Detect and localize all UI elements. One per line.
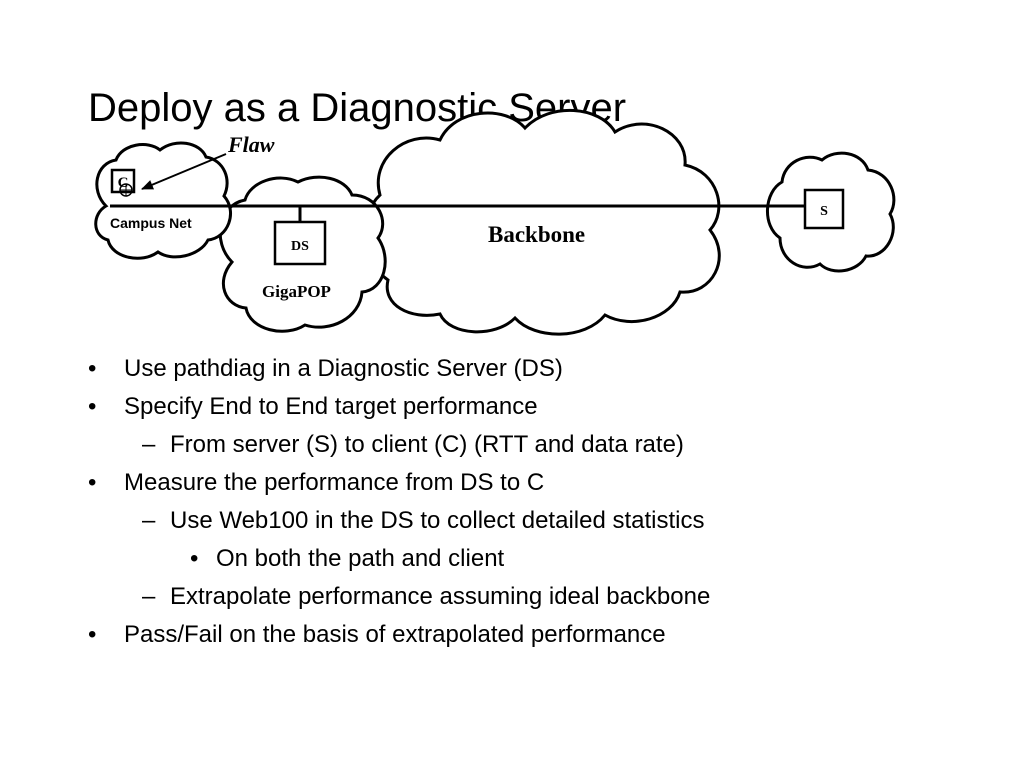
sub-bullet-item: –Use Web100 in the DS to collect detaile…	[0, 502, 710, 540]
bullet-text: Measure the performance from DS to C	[124, 469, 545, 496]
sub-sub-bullet-text: On both the path and client	[216, 545, 505, 572]
backbone-cloud	[364, 108, 721, 336]
client-box-label: C	[118, 175, 129, 191]
sub-bullet-text: From server (S) to client (C) (RTT and d…	[170, 431, 684, 458]
ds-box-label: DS	[291, 239, 309, 254]
bullet-text: Use pathdiag in a Diagnostic Server (DS)	[124, 355, 563, 382]
dash-marker: –	[142, 583, 156, 610]
bullet-marker: •	[88, 393, 97, 420]
campus-label: Campus Net	[110, 215, 192, 231]
bullet-item: • Pass/Fail on the basis of extrapolated …	[0, 616, 710, 654]
client-box	[110, 168, 136, 194]
bullet-marker: •	[190, 545, 199, 572]
bullet-marker: •	[88, 355, 97, 382]
flaw-label: Flaw	[227, 132, 275, 157]
sub-bullet-text: Extrapolate performance assuming ideal b…	[170, 583, 711, 610]
gigapop-label: GigaPOP	[262, 282, 331, 301]
dash-marker: –	[142, 431, 156, 458]
bullet-item: • Use pathdiag in a Diagnostic Server (DS…	[0, 350, 710, 388]
bullet-item: • Measure the performance from DS to C	[0, 464, 710, 502]
flaw-arrow	[141, 153, 227, 190]
ds-box	[273, 220, 327, 266]
bullet-text: Specify End to End target performance	[124, 393, 538, 420]
bullet-item: • Specify End to End target performance	[0, 388, 710, 426]
bullet-marker: •	[88, 469, 97, 496]
sub-sub-bullet-item: • On both the path and client	[0, 540, 710, 578]
server-box	[803, 188, 845, 230]
dash-marker: –	[142, 507, 156, 534]
server-box-label: S	[820, 204, 828, 219]
sub-bullet-item: –From server (S) to client (C) (RTT and …	[0, 426, 710, 464]
network-diagram: C Flaw Campus Net DS GigaPOP Backbone S	[94, 108, 896, 336]
backbone-label: Backbone	[488, 222, 585, 247]
bullet-text: Pass/Fail on the basis of extrapolated p…	[124, 621, 666, 648]
bullet-list: • Use pathdiag in a Diagnostic Server (DS…	[0, 350, 710, 654]
bullet-marker: •	[88, 621, 97, 648]
sub-bullet-item: –Extrapolate performance assuming ideal …	[0, 578, 710, 616]
sub-bullet-text: Use Web100 in the DS to collect detailed…	[170, 507, 705, 534]
